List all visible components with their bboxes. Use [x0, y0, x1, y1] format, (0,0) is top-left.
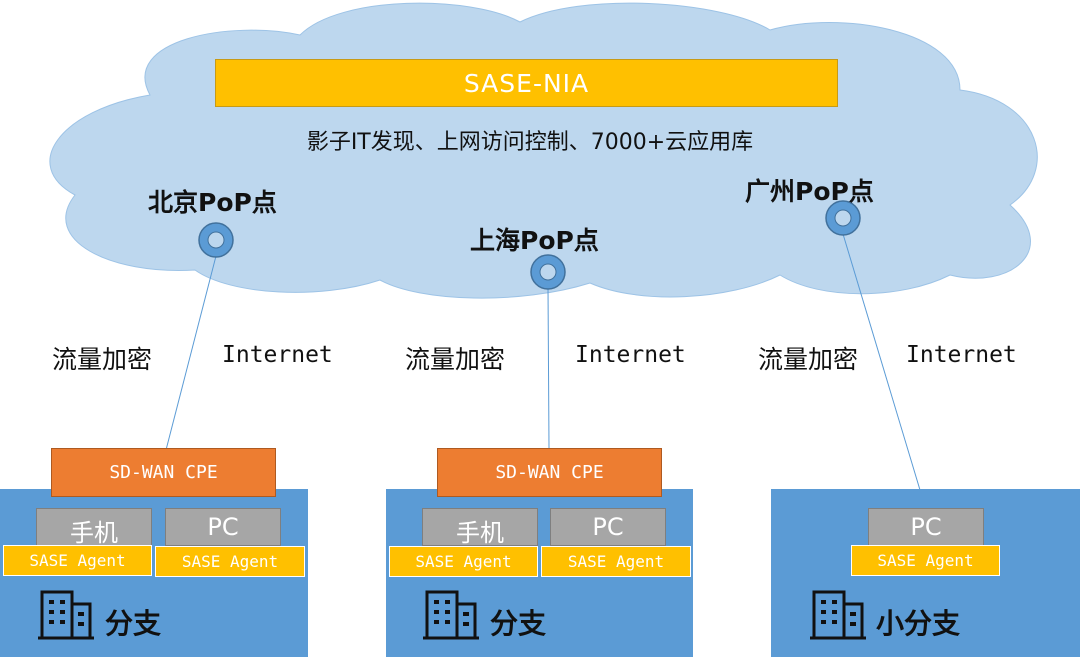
link-encrypt-label-1: 流量加密	[52, 345, 153, 374]
pop-node-guangzhou	[825, 200, 861, 236]
link-internet-label-3: Internet	[906, 342, 1017, 368]
sase-agent-1a: SASE Agent	[3, 545, 152, 576]
branch-label-1: 分支	[105, 607, 162, 640]
sase-agent-3-label: SASE Agent	[877, 551, 974, 570]
device-phone-2-label: 手机	[456, 519, 504, 547]
sdwan-cpe-1: SD-WAN CPE	[51, 448, 276, 497]
sase-nia-title: SASE-NIA	[463, 68, 590, 98]
sase-agent-3: SASE Agent	[851, 545, 1000, 576]
cloud-description: 影子IT发现、上网访问控制、7000+云应用库	[306, 130, 754, 155]
device-pc-3-label: PC	[910, 513, 942, 541]
sase-agent-2b: SASE Agent	[541, 546, 691, 577]
device-phone-1-label: 手机	[70, 519, 118, 547]
link-encrypt-label-2: 流量加密	[405, 345, 506, 374]
pop-label-guangzhou: 广州PoP点	[745, 177, 874, 206]
branch-label-2: 分支	[490, 607, 547, 640]
link-line-shanghai	[547, 286, 550, 449]
building-icon	[810, 590, 866, 640]
sdwan-cpe-2: SD-WAN CPE	[437, 448, 662, 497]
pop-label-shanghai: 上海PoP点	[470, 226, 599, 255]
pop-node-beijing	[198, 222, 234, 258]
link-line-beijing	[165, 255, 217, 451]
branch-label-3: 小分支	[876, 607, 961, 640]
device-pc-2: PC	[550, 508, 666, 546]
sase-agent-1b: SASE Agent	[155, 546, 305, 577]
device-phone-2: 手机	[422, 508, 538, 547]
device-pc-1: PC	[165, 508, 281, 546]
sdwan-cpe-1-label: SD-WAN CPE	[109, 462, 218, 483]
link-encrypt-label-3: 流量加密	[758, 345, 859, 374]
sase-agent-2a: SASE Agent	[389, 546, 538, 577]
building-icon	[423, 590, 479, 640]
sase-agent-1a-label: SASE Agent	[29, 551, 126, 570]
link-internet-label-2: Internet	[575, 342, 686, 368]
device-pc-1-label: PC	[207, 513, 239, 541]
pop-node-shanghai	[530, 254, 566, 290]
link-internet-label-1: Internet	[222, 342, 333, 368]
sase-agent-2b-label: SASE Agent	[567, 552, 665, 571]
sdwan-cpe-2-label: SD-WAN CPE	[495, 462, 604, 483]
pop-label-beijing: 北京PoP点	[148, 188, 277, 217]
device-pc-2-label: PC	[592, 513, 624, 541]
building-icon	[38, 590, 94, 640]
sase-agent-1b-label: SASE Agent	[181, 552, 279, 571]
device-pc-3: PC	[868, 508, 984, 546]
sase-nia-bar: SASE-NIA	[215, 59, 838, 107]
sase-agent-2a-label: SASE Agent	[415, 552, 512, 571]
link-line-guangzhou	[842, 233, 921, 491]
device-phone-1: 手机	[36, 508, 152, 547]
